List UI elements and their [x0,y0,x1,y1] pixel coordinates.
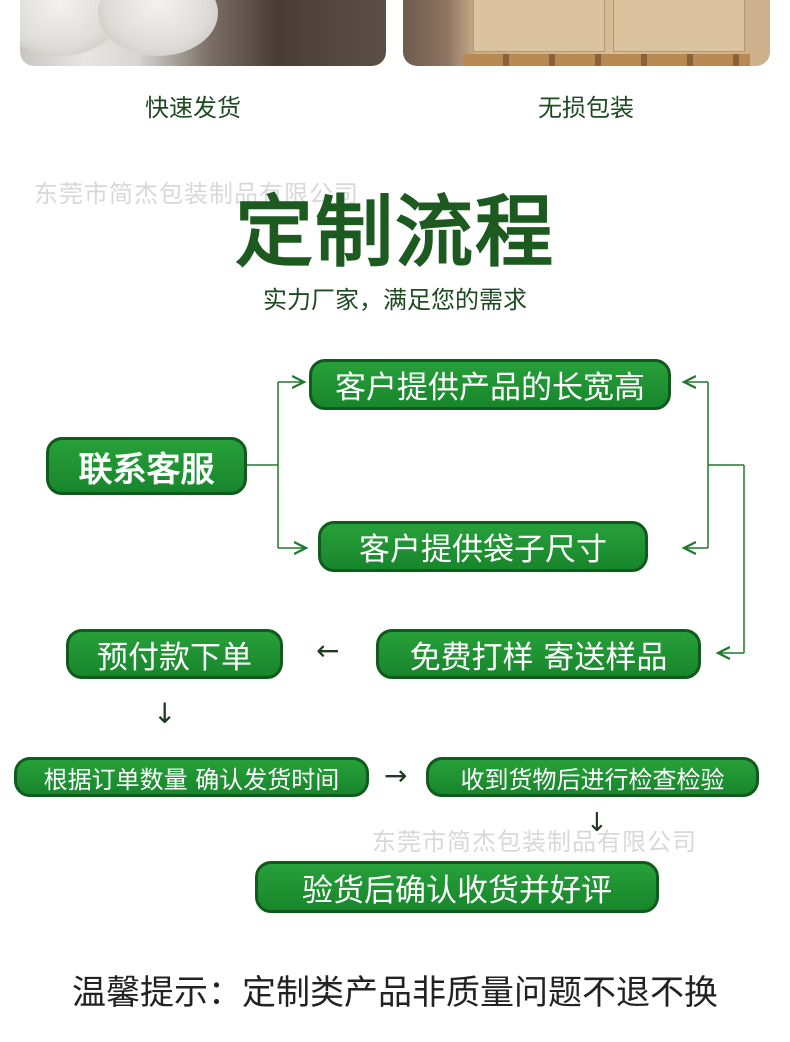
step-product-dimensions: 客户提供产品的长宽高 [309,359,671,410]
arrow-right-icon: → [384,759,408,792]
arrow-left-icon: ← [316,634,340,667]
step-contact-service: 联系客服 [46,437,247,495]
page-title: 定制流程 [234,188,555,278]
product-photo-boxes [403,0,770,66]
step-confirm-review: 验货后确认收货并好评 [255,861,659,913]
watermark-bottom: 东莞市简杰包装制品有限公司 [372,828,697,856]
arrow-down-icon: ↓ [153,697,177,730]
step-confirm-ship-time: 根据订单数量 确认发货时间 [14,757,369,797]
step-bag-size: 客户提供袋子尺寸 [318,521,648,572]
watermark-top: 东莞市简杰包装制品有限公司 [34,180,359,208]
page-subtitle: 实力厂家，满足您的需求 [263,286,527,314]
caption-no-damage: 无损包装 [538,94,634,122]
step-prepay-order: 预付款下单 [66,629,283,679]
product-photo-rolls [20,0,386,66]
warm-tip: 温馨提示：定制类产品非质量问题不退不换 [72,973,718,1013]
caption-fast-shipping: 快速发货 [145,94,241,122]
step-inspect-goods: 收到货物后进行检查检验 [426,757,759,797]
arrow-down-icon: ↓ [586,808,608,838]
step-free-sample: 免费打样 寄送样品 [376,629,701,679]
